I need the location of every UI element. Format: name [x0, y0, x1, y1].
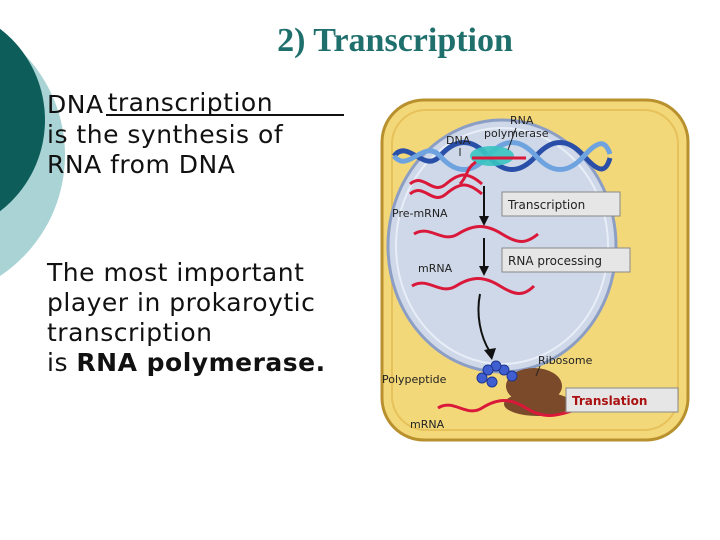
dna-helix	[392, 140, 613, 172]
polymerase-prefix: is	[47, 348, 77, 377]
definition-line-2: is the synthesis of	[47, 120, 284, 149]
dna-label: DNA	[446, 134, 471, 147]
polymerase-line-2: player in prokaroytic	[47, 288, 316, 317]
rna-polymerase-label-2: polymerase	[484, 127, 549, 140]
decorative-circles	[0, 0, 90, 300]
transcription-label: Transcription	[507, 198, 585, 212]
rna-polymerase-label-1: RNA	[510, 114, 534, 127]
ribosome-label: Ribosome	[538, 354, 593, 367]
mrna-cytoplasm-label: mRNA	[410, 418, 445, 431]
pre-mrna-nucleus-strand	[413, 225, 539, 243]
rna-processing-label: RNA processing	[508, 254, 602, 268]
slide-title: 2) Transcription	[277, 22, 513, 59]
mrna-cytoplasm-strand	[437, 399, 581, 417]
polypeptide-chain	[476, 360, 518, 388]
definition-lead: DNA	[47, 90, 104, 119]
polymerase-paragraph: The most important player in prokaroytic…	[47, 258, 326, 378]
fill-blank: transcription	[105, 88, 344, 117]
polymerase-line-1: The most important	[47, 258, 305, 287]
pre-mrna-label: Pre-mRNA	[392, 207, 448, 220]
prokaryotic-transcription-diagram: RNA polymerase DNA Pre-mRNA Transcriptio…	[368, 98, 694, 444]
mrna-nucleus-strand	[411, 277, 536, 295]
polymerase-line-4: is RNA polymerase.	[47, 348, 326, 378]
mrna-nucleus-label: mRNA	[418, 262, 453, 275]
translation-label: Translation	[572, 394, 647, 408]
transcription-label-box	[501, 191, 621, 217]
definition-line-3: RNA from DNA	[47, 150, 236, 179]
rna-processing-label-box	[501, 247, 631, 273]
polymerase-emphasis: RNA polymerase.	[76, 348, 326, 377]
polymerase-line-3: transcription	[47, 318, 213, 347]
translation-label-box	[565, 387, 679, 413]
pre-mrna-strands	[409, 173, 483, 199]
fill-blank-text: transcription	[107, 88, 274, 117]
polypeptide-label: Polypeptide	[382, 373, 447, 386]
rna-polymerase	[470, 146, 514, 166]
